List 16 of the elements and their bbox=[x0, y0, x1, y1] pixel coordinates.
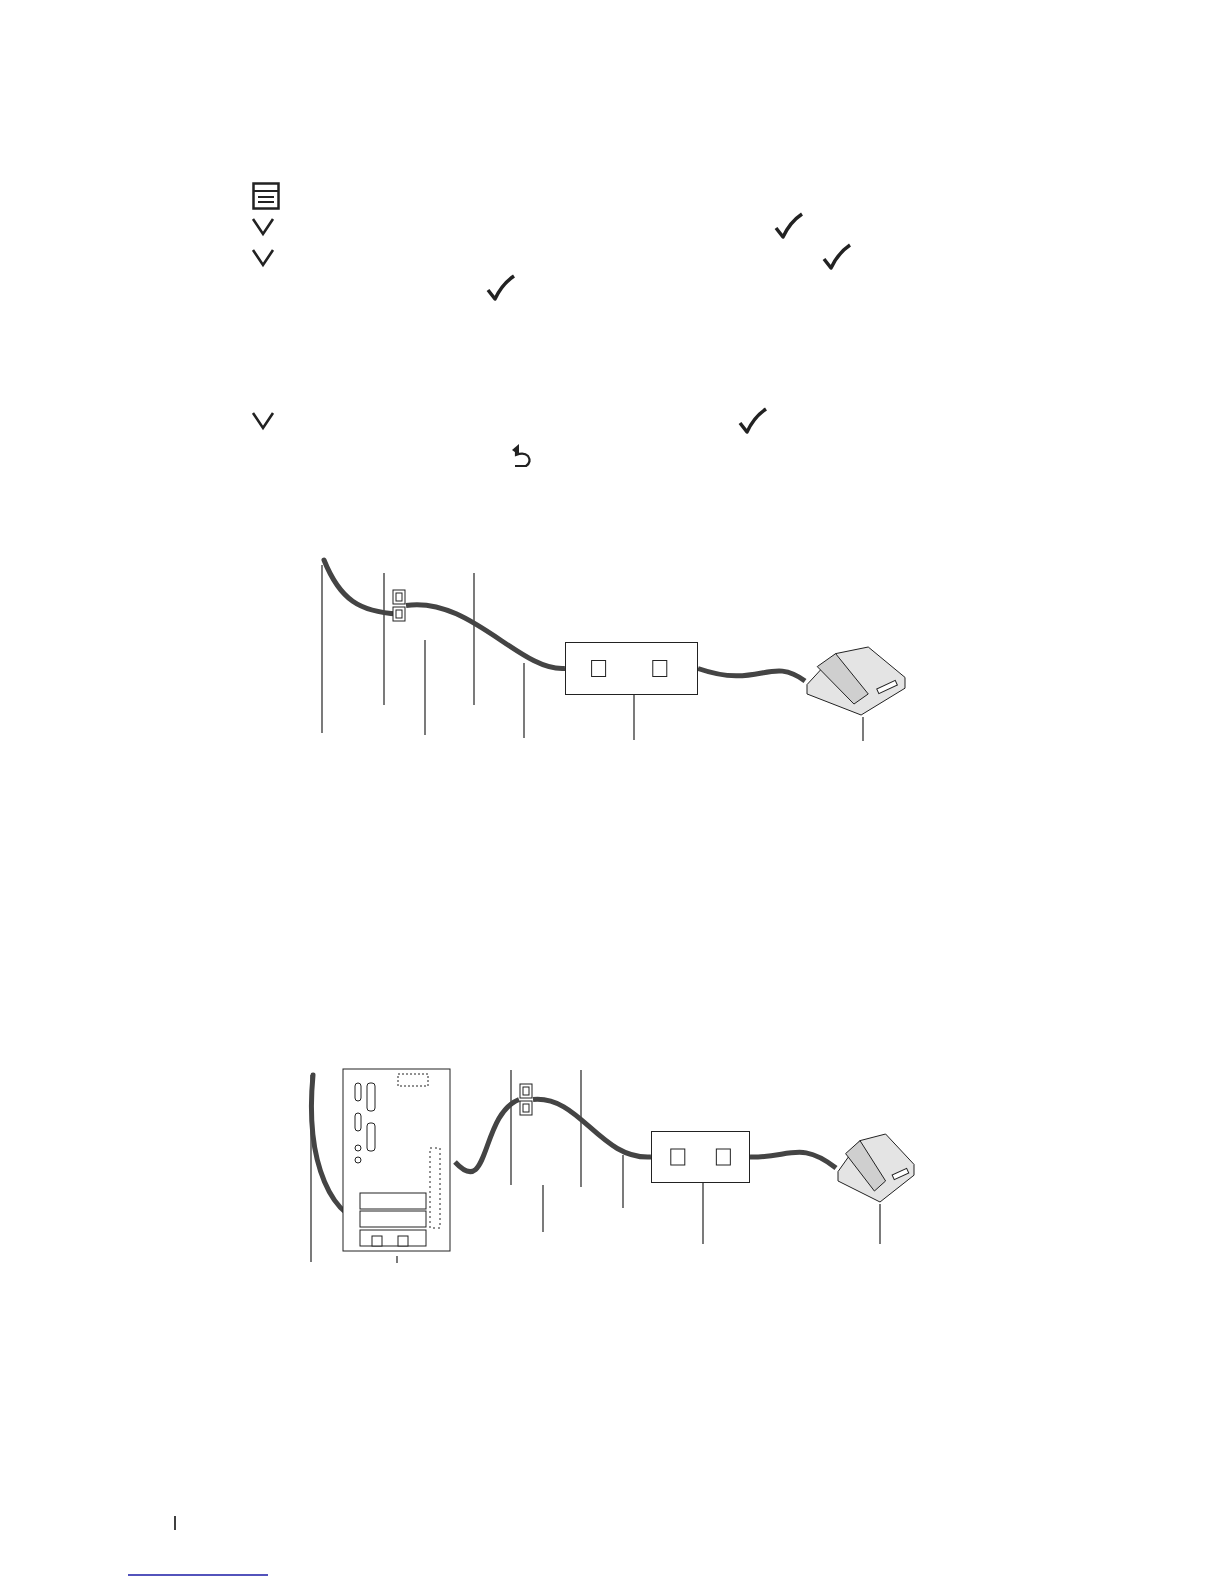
device-box bbox=[651, 1131, 750, 1183]
telephone-drawing bbox=[805, 645, 907, 717]
cable bbox=[697, 666, 807, 684]
wall-jack bbox=[392, 589, 406, 622]
cable bbox=[532, 1097, 652, 1160]
leader-line bbox=[879, 1203, 881, 1245]
cable bbox=[453, 1097, 521, 1175]
leader-line bbox=[862, 716, 864, 742]
leader-line bbox=[702, 1182, 704, 1245]
leader-line bbox=[396, 1255, 398, 1264]
cable bbox=[749, 1149, 838, 1171]
leader-line bbox=[633, 694, 635, 741]
wall-jack bbox=[519, 1083, 533, 1116]
cable bbox=[405, 602, 566, 671]
device-box bbox=[565, 642, 698, 695]
telephone-drawing bbox=[836, 1132, 916, 1204]
